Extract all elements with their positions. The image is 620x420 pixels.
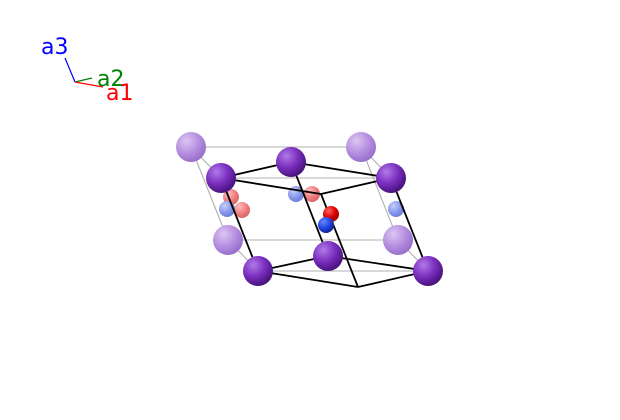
back-atoms [176,132,413,255]
large-atom [376,163,406,193]
faded-red-atom [234,202,250,218]
front-edge [220,177,322,195]
front-edge [327,255,429,272]
front-edge [290,161,392,179]
front-edge [290,161,329,257]
a2-axis-line [74,77,93,83]
faded-large-atom [346,132,376,162]
front-edge [390,177,429,272]
a3-axis-line [64,57,76,83]
a3-axis-label: a3 [41,35,68,60]
front-atoms [206,147,443,286]
faded-large-atom [383,225,413,255]
large-atom [243,256,273,286]
inner-atoms [318,206,339,233]
large-atom [413,256,443,286]
front-edge [220,177,259,272]
faded-large-atom [176,132,206,162]
faded-large-atom [213,225,243,255]
large-atom [276,147,306,177]
front-edge [257,270,359,288]
faded-blue-atom [388,201,404,217]
faded-red-atom [304,186,320,202]
blue-atom [318,217,334,233]
a1-axis-label: a1 [106,81,133,106]
front-cell-edges [220,161,429,288]
axis-triad: a3 a2 a1 [41,35,133,106]
large-atom [206,163,236,193]
a2-axis-label: a2 [97,67,124,92]
back-edge [360,146,399,241]
a1-axis-line [74,81,104,88]
large-atom [313,241,343,271]
back-edge [190,146,229,241]
